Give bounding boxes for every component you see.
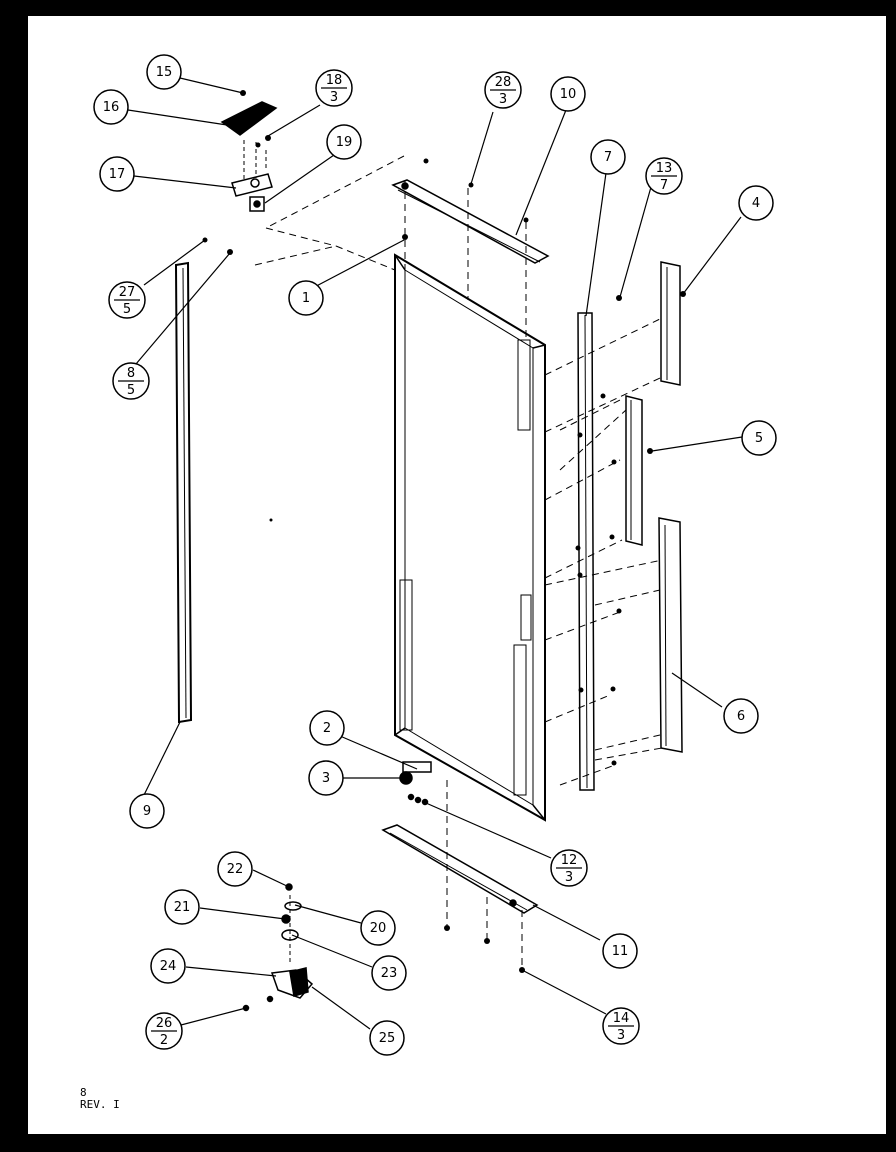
door-panel	[394, 253, 546, 822]
svg-text:24: 24	[160, 959, 177, 974]
callout-8-5: 8 5	[112, 362, 150, 400]
callout-1: 1	[288, 280, 324, 316]
svg-text:27: 27	[119, 285, 136, 300]
svg-text:8: 8	[127, 366, 135, 381]
svg-text:13: 13	[656, 161, 673, 176]
callout-24: 24	[150, 948, 186, 984]
svg-text:26: 26	[156, 1016, 173, 1031]
callout-5: 5	[741, 420, 777, 456]
page-number: 8	[80, 1086, 87, 1099]
page-footer: 8 REV. I	[80, 1087, 120, 1111]
svg-text:22: 22	[227, 862, 244, 877]
callout-12-3: 12 3	[550, 849, 588, 887]
svg-text:3: 3	[330, 90, 338, 105]
callout-14-3: 14 3	[602, 1007, 640, 1045]
callout-21: 21	[164, 889, 200, 925]
callout-13-7: 13 7	[645, 157, 683, 195]
gasket-strip-4	[660, 261, 681, 386]
svg-text:15: 15	[156, 65, 173, 80]
callout-4: 4	[738, 185, 774, 221]
svg-text:3: 3	[322, 771, 330, 786]
svg-text:5: 5	[127, 383, 135, 398]
svg-text:14: 14	[613, 1011, 630, 1026]
svg-text:18: 18	[326, 73, 343, 88]
callout-27-5: 27 5	[108, 281, 146, 319]
svg-text:25: 25	[379, 1031, 396, 1046]
callout-19: 19	[326, 124, 362, 160]
svg-text:23: 23	[381, 966, 398, 981]
gasket-strip-5	[625, 395, 643, 546]
callout-28-3: 28 3	[484, 71, 522, 109]
svg-text:2: 2	[323, 721, 331, 736]
svg-text:4: 4	[752, 196, 760, 211]
callout-6: 6	[723, 698, 759, 734]
callout-15: 15	[146, 54, 182, 90]
svg-text:19: 19	[336, 135, 353, 150]
svg-text:20: 20	[370, 921, 387, 936]
callout-9: 9	[129, 793, 165, 829]
svg-text:2: 2	[160, 1033, 168, 1048]
svg-text:3: 3	[565, 870, 573, 885]
callout-16: 16	[93, 89, 129, 125]
lower-door-hinge	[399, 761, 432, 806]
callout-23: 23	[371, 955, 407, 991]
svg-text:28: 28	[495, 75, 512, 90]
callout-10: 10	[550, 76, 586, 112]
leader-lines	[127, 77, 743, 1030]
callout-2: 2	[309, 710, 345, 746]
callout-26-2: 26 2	[145, 1012, 183, 1050]
lower-hinge-stack	[242, 883, 314, 1012]
svg-text:3: 3	[499, 92, 507, 107]
svg-text:5: 5	[123, 302, 131, 317]
callout-17: 17	[99, 156, 135, 192]
callout-11: 11	[602, 933, 638, 969]
svg-text:16: 16	[103, 100, 120, 115]
assembly-guide-lines	[254, 155, 663, 968]
revision-label: REV. I	[80, 1098, 120, 1111]
svg-text:3: 3	[617, 1028, 625, 1043]
bottom-channel	[381, 824, 539, 914]
svg-text:6: 6	[737, 709, 745, 724]
svg-text:7: 7	[660, 178, 668, 193]
callout-25: 25	[369, 1020, 405, 1056]
svg-text:1: 1	[302, 291, 310, 306]
callout-20: 20	[360, 910, 396, 946]
svg-text:9: 9	[143, 804, 151, 819]
svg-text:21: 21	[174, 900, 191, 915]
svg-text:7: 7	[604, 150, 612, 165]
svg-text:11: 11	[612, 944, 629, 959]
callout-22: 22	[217, 851, 253, 887]
gasket-strip-6	[658, 517, 683, 753]
upper-hinge-assembly	[220, 101, 278, 212]
screw-dots	[202, 90, 686, 973]
svg-text:17: 17	[109, 167, 126, 182]
svg-text:10: 10	[560, 87, 577, 102]
svg-text:5: 5	[755, 431, 763, 446]
left-trim-strip	[174, 261, 193, 724]
callout-7: 7	[590, 139, 626, 175]
callout-3: 3	[308, 760, 344, 796]
svg-text:12: 12	[561, 853, 578, 868]
callout-18-3: 18 3	[315, 69, 353, 107]
side-divider	[577, 312, 595, 791]
